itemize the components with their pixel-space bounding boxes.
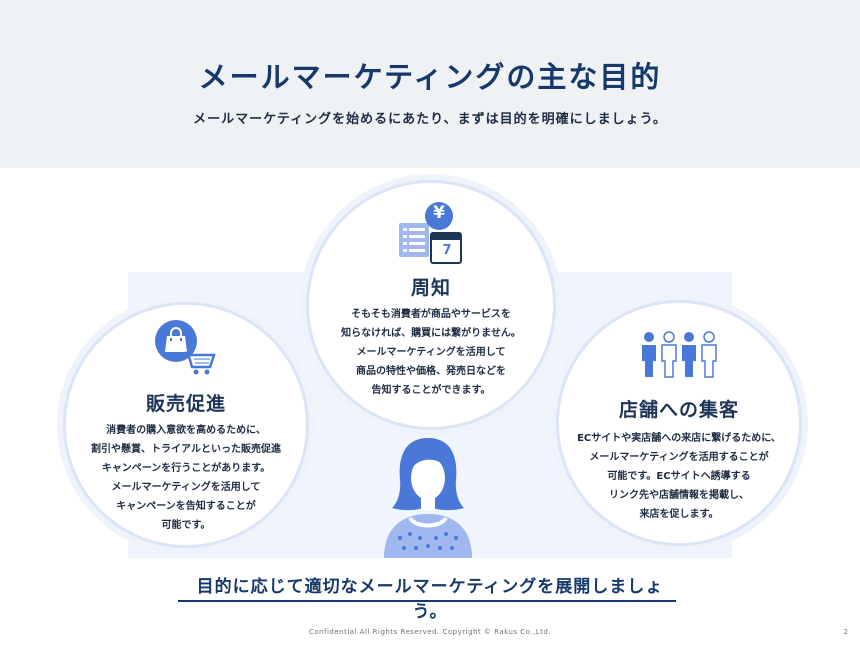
woman-avatar-icon <box>380 434 476 558</box>
purpose-description: 消費者の購入意欲を高めるために、 割引や懸賞、トライアルといった販売促進 キャン… <box>66 421 306 535</box>
purpose-title: 販売促進 <box>66 389 306 416</box>
shopping-bag-cart-icon <box>154 319 218 381</box>
conclusion-underline <box>178 600 676 602</box>
purpose-title: 店舗への集客 <box>559 395 799 422</box>
purpose-title: 周知 <box>309 273 553 300</box>
purpose-circle-sales-promotion: 販売促進 消費者の購入意欲を高めるために、 割引や懸賞、トライアルといった販売促… <box>63 302 309 548</box>
yen-symbol: ¥ <box>431 203 447 223</box>
purpose-description: ECサイトや実店舗への来店に繋げるために、 メールマーケティングを活用することが… <box>559 429 799 524</box>
purpose-description: そもそも消費者が商品やサービスを 知らなければ、購買には繋がりません。 メールマ… <box>309 305 553 400</box>
footer-copyright: Confidential All Rights Reserved. Copyri… <box>0 628 860 636</box>
purpose-circle-awareness: ¥ 7 周知 そもそも消費者が商品やサービスを 知らなければ、購買には繋がりませ… <box>306 180 556 430</box>
page-number: 2 <box>844 628 848 636</box>
conclusion-message: 目的に応じて適切なメールマーケティングを展開しましょう。 <box>180 572 680 622</box>
people-group-icon <box>639 331 719 379</box>
calendar-day: 7 <box>433 243 461 258</box>
purpose-circle-store-traffic: 店舗への集客 ECサイトや実店舗への来店に繋げるために、 メールマーケティングを… <box>556 300 802 546</box>
